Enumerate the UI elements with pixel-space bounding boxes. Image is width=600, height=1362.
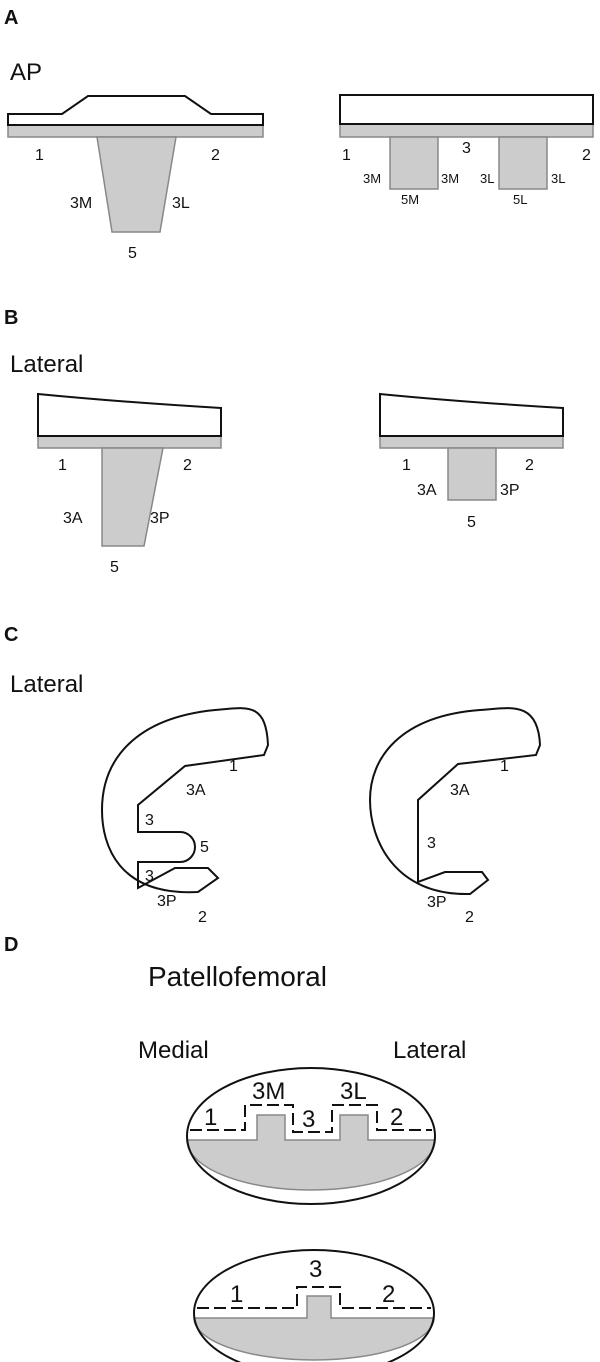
zone-label-3: 3 [427,835,436,852]
tray-base [37,435,222,449]
ap-dual-peg-component: 1 3 2 3M 3M 5M 3L 3L 5L [339,94,594,207]
femoral-component-outline [368,707,542,896]
femoral-component-with-lug: 1 3A 3 5 3 3P 2 [100,707,270,926]
zone-label-2: 2 [525,457,534,474]
panel-c: C Lateral 1 3A 3 5 3 3P 2 1 3A 3 3P 2 [4,624,542,926]
tibial-insert [7,95,264,126]
zone-label-5: 5 [200,839,209,856]
zone-label-3p: 3P [150,510,170,527]
femoral-component-no-lug: 1 3A 3 3P 2 [368,707,542,926]
zone-label-1: 1 [204,1104,217,1131]
zone-label-5: 5 [110,559,119,576]
panel-d-view-title: Patellofemoral [148,961,327,992]
zone-label-3p: 3P [500,482,520,499]
panel-d-letter: D [4,934,18,956]
patella-outline [193,1249,435,1362]
lateral-short-peg-component: 1 2 3A 3P 5 [379,392,564,531]
lateral-side-label: Lateral [393,1037,466,1064]
tibial-insert [37,392,222,437]
zone-label-1: 1 [58,457,67,474]
zone-label-3a: 3A [417,482,437,499]
zone-label-3a: 3A [63,510,83,527]
zone-label-1: 1 [500,758,509,775]
tray-base [7,124,264,138]
central-stem [101,447,164,547]
panel-a: A AP 1 2 3M 3L 5 1 3 2 3M 3M 5M 3L 3L [4,7,594,262]
zone-label-3-upper: 3 [145,812,154,829]
zone-label-3m: 3M [70,195,92,212]
zone-label-2: 2 [382,1281,395,1308]
panel-c-view-title: Lateral [10,671,83,698]
panel-a-letter: A [4,7,18,29]
cement-interface-line [190,1104,432,1133]
zone-label-1: 1 [230,1281,243,1308]
patella-bone-gray [186,1114,436,1191]
zone-label-5l: 5L [513,192,527,207]
panel-b: B Lateral 1 2 3A 3P 5 1 2 3A 3P 5 [4,307,564,576]
tray-base [379,435,564,449]
zone-label-3-lower: 3 [145,868,154,885]
zone-label-3m-inner: 3M [441,171,459,186]
tibial-insert [379,392,564,437]
zone-label-3: 3 [462,140,471,157]
zone-label-3a: 3A [186,782,206,799]
tray-base [339,123,594,138]
zone-label-3l: 3L [172,195,190,212]
zone-label-1: 1 [35,147,44,164]
medial-peg [389,136,439,190]
zone-label-1: 1 [229,758,238,775]
tibial-insert [339,94,594,125]
zone-label-2: 2 [183,457,192,474]
zone-label-3l-outer: 3L [551,171,565,186]
zone-label-3m: 3M [252,1078,285,1105]
zone-label-2: 2 [582,147,591,164]
zone-label-5: 5 [128,245,137,262]
zone-label-2: 2 [198,909,207,926]
zone-label-3a: 3A [450,782,470,799]
zone-label-3: 3 [302,1106,315,1133]
panel-b-view-title: Lateral [10,351,83,378]
central-stem [96,136,177,233]
patella-single-peg: 3 1 2 [193,1249,435,1362]
zone-label-1: 1 [402,457,411,474]
femoral-component-outline [100,707,270,894]
central-peg [447,447,497,501]
lateral-peg [498,136,548,190]
medial-side-label: Medial [138,1037,209,1064]
patella-upper-half [187,1072,435,1140]
patella-two-peg: Medial Lateral 3M 3L 1 3 2 [138,1037,466,1205]
zone-label-3m-outer: 3M [363,171,381,186]
zone-label-3: 3 [309,1256,322,1283]
zone-label-1: 1 [342,147,351,164]
zone-label-5: 5 [467,514,476,531]
panel-b-letter: B [4,307,18,329]
ap-single-stem-component: 1 2 3M 3L 5 [7,95,264,262]
zone-label-2: 2 [211,147,220,164]
zone-label-2: 2 [390,1104,403,1131]
panel-d: D Patellofemoral Medial Lateral 3M 3L 1 … [4,934,466,1362]
lateral-tapered-stem-component: 1 2 3A 3P 5 [37,392,222,576]
cement-interface-line [197,1286,431,1309]
zone-label-5m: 5M [401,192,419,207]
zone-label-2: 2 [465,909,474,926]
zone-label-3p: 3P [157,893,177,910]
patella-outline [186,1067,436,1205]
panel-a-view-title: AP [10,59,42,86]
zone-label-3l: 3L [340,1078,367,1105]
zone-label-3l-inner: 3L [480,171,494,186]
zone-label-3p: 3P [427,894,447,911]
panel-c-letter: C [4,624,18,646]
